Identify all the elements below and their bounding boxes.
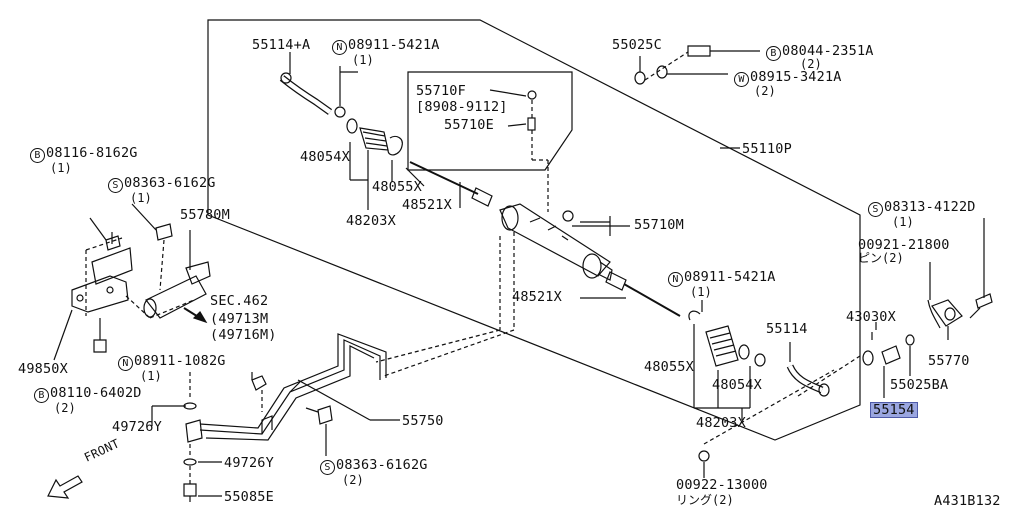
fitting-49726y [151, 372, 203, 502]
diagram-ref: A431B132 [934, 493, 1001, 509]
label-48203x-low: 48203X [696, 415, 746, 431]
valve-55780m [131, 203, 211, 319]
label-55710f: 55710F [416, 83, 466, 99]
label-00922: 00922-13000 [676, 477, 768, 493]
bolt-55710e [527, 117, 536, 131]
qty-n3: (1) [140, 369, 162, 383]
steering-rack [499, 203, 613, 281]
n-circle-icon: N [118, 356, 133, 371]
s-circle-icon: S [108, 178, 123, 193]
qty-w1: (2) [754, 84, 776, 98]
dashed-ring-leader [703, 369, 835, 445]
qty-b2: (1) [50, 161, 72, 175]
label-43030x: 43030X [846, 309, 896, 325]
label-55025ba: 55025BA [890, 377, 949, 393]
n-circle-icon: N [332, 40, 347, 55]
qty-b1: (2) [800, 57, 822, 71]
bolt-55710f [527, 90, 537, 100]
sub-box-55710f [407, 71, 573, 171]
label-range: [8908-9112] [416, 99, 508, 115]
n-circle-icon: N [668, 272, 683, 287]
bolt-55085e-leader [198, 461, 222, 497]
mount-bracket [53, 217, 195, 361]
s-circle-icon: S [320, 460, 335, 475]
b-circle-icon: B [766, 46, 781, 61]
qty-s3: (2) [342, 473, 364, 487]
hydraulic-pipes [199, 333, 400, 441]
qty-s2: (1) [892, 215, 914, 229]
s-circle-icon: S [868, 202, 883, 217]
dashed-leaders-top [375, 100, 549, 377]
label-48521x-top: 48521X [402, 197, 452, 213]
label-55710m: 55710M [634, 217, 684, 233]
joint-55154 [862, 332, 915, 398]
label-00921: 00921-21800 [858, 237, 950, 253]
boot-low [688, 300, 766, 420]
label-55114: 55114 [766, 321, 808, 337]
label-49713m: (49713M [210, 311, 269, 327]
label-49726y-a: 49726Y [112, 419, 162, 435]
qty-s1: (1) [130, 191, 152, 205]
bolt-55025c-group [634, 45, 760, 85]
label-55154-highlighted[interactable]: 55154 [870, 402, 918, 418]
boot-top [346, 118, 403, 210]
outer-tie-rod-low [786, 342, 861, 397]
label-48203x-top: 48203X [346, 213, 396, 229]
label-55780m: 55780M [180, 207, 230, 223]
b-circle-icon: B [30, 148, 45, 163]
label-55025c: 55025C [612, 37, 662, 53]
label-55085e: 55085E [224, 489, 274, 505]
label-49716m: (49716M) [210, 327, 277, 343]
label-55710e: 55710E [444, 117, 494, 133]
w-circle-icon: W [734, 72, 749, 87]
label-48055x-low: 48055X [644, 359, 694, 375]
inner-rod-top [409, 161, 493, 208]
assembly-outline [207, 19, 861, 441]
label-00921-jp: ピン(2) [858, 251, 904, 265]
label-55110p: 55110P [742, 141, 792, 157]
label-sec462: SEC.462 [210, 293, 269, 309]
qty-n1: (1) [352, 53, 374, 67]
label-48055x-top: 48055X [372, 179, 422, 195]
qty-b3: (2) [54, 401, 76, 415]
inner-rod-mid [580, 271, 681, 317]
label-00922-jp: リング(2) [676, 493, 734, 507]
label-48054x-low: 48054X [712, 377, 762, 393]
bracket-55770 [927, 218, 993, 340]
label-55770: 55770 [928, 353, 970, 369]
ring-00922 [698, 450, 710, 462]
nut-08911 [251, 372, 267, 391]
qty-n2: (1) [690, 285, 712, 299]
label-49726y-b: 49726Y [224, 455, 274, 471]
b-circle-icon: B [34, 388, 49, 403]
label-49850x: 49850X [18, 361, 68, 377]
clip-08363 [305, 405, 333, 456]
front-arrow [47, 475, 83, 499]
label-55750: 55750 [402, 413, 444, 429]
outer-tie-rod-top [279, 52, 346, 118]
label-48521x-mid: 48521X [512, 289, 562, 305]
label-55114a: 55114+A [252, 37, 311, 53]
sec-arrow [183, 307, 208, 324]
label-48054x-top: 48054X [300, 149, 350, 165]
